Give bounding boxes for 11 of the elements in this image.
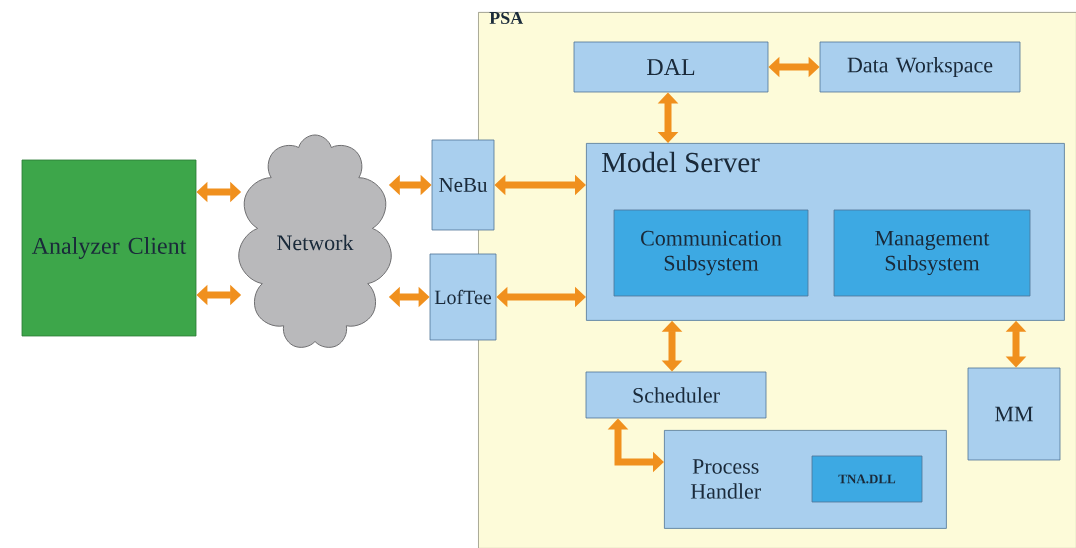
subsystem-box: Management Subsystem	[833, 209, 1031, 297]
component-box: Scheduler	[585, 371, 767, 419]
subsystem-box: Communication Subsystem	[613, 209, 809, 297]
component-box: MM	[967, 367, 1061, 461]
network-cloud: Network	[238, 134, 392, 348]
component-box: Data Workspace	[819, 41, 1021, 93]
component-box: DAL	[573, 41, 769, 93]
client-box: Analyzer Client	[21, 159, 197, 337]
library-box: TNA.DLL	[811, 455, 923, 503]
component-box: NeBu	[431, 139, 495, 231]
component-box: LofTee	[429, 253, 497, 341]
